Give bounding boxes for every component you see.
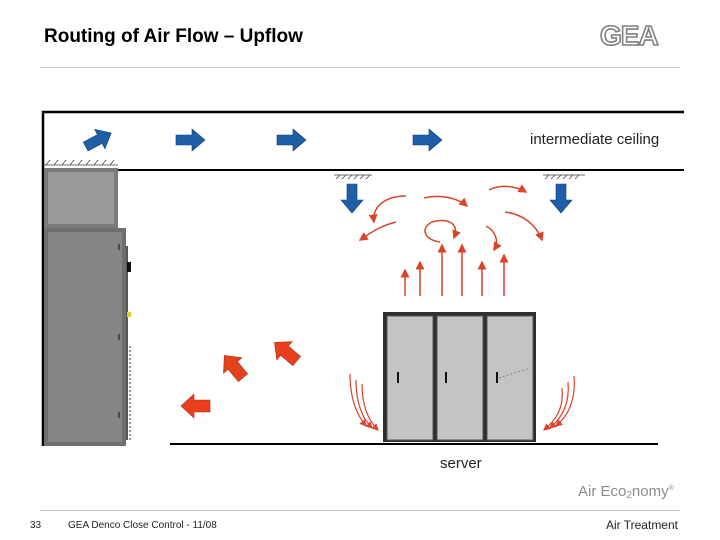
gea-logo: GEA [598, 19, 680, 55]
return-air-arrows [180, 341, 302, 419]
ceiling-hatch-left [44, 159, 118, 166]
footer-right-text: Air Treatment [605, 518, 678, 532]
footer-divider [40, 510, 680, 511]
brand-sub: 2 [626, 490, 632, 501]
footer-text: GEA Denco Close Control - 11/08 [68, 520, 217, 531]
gea-logo-text: GEA [600, 20, 658, 50]
supply-air-arrows [82, 128, 443, 152]
ceiling-void-outline [41, 110, 684, 446]
brand-prefix: Air Eco [578, 483, 627, 500]
ceiling-grille-left [334, 174, 372, 180]
brand-mark: ® [668, 485, 674, 492]
intermediate-ceiling-label: intermediate ceiling [528, 131, 662, 148]
server-label: server [440, 455, 482, 472]
title-divider [40, 67, 680, 68]
hot-exhaust-curves [349, 373, 575, 431]
down-flow-arrows [340, 183, 573, 214]
air-conditioning-unit [44, 168, 131, 446]
warm-air-up-arrows [400, 243, 509, 296]
brand-logo: Air Eco2nomy® [578, 483, 674, 501]
page-number: 33 [30, 520, 42, 531]
page-title: Routing of Air Flow – Upflow [44, 26, 303, 47]
server-cabinet [383, 312, 536, 442]
recirculation-swirl-arrows [358, 184, 544, 252]
ceiling-grille-right [543, 174, 585, 180]
brand-suffix: nomy [631, 483, 669, 500]
